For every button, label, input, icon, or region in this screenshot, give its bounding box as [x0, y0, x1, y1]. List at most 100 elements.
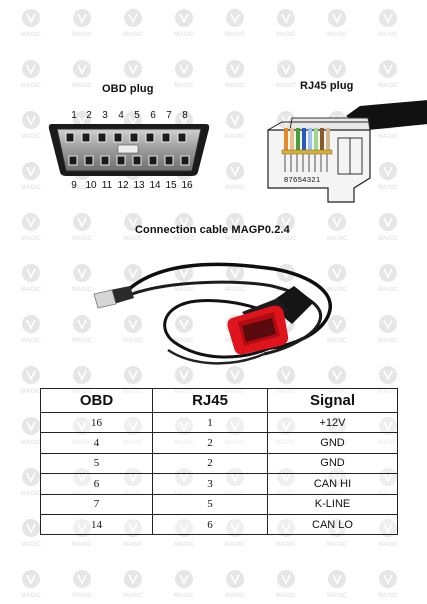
- cable-rj45-head: [93, 289, 117, 309]
- watermark-logo: MAGIC: [327, 570, 348, 599]
- watermark-logo: MAGIC: [378, 570, 399, 599]
- watermark-logo: MAGIC: [225, 60, 246, 89]
- watermark-logo: MAGIC: [21, 60, 42, 89]
- table-header-row: OBD RJ45 Signal: [40, 388, 398, 413]
- watermark-text: MAGIC: [72, 287, 93, 293]
- watermark-logo: MAGIC: [225, 213, 246, 242]
- watermark-logo: MAGIC: [174, 60, 195, 89]
- obd-pin-cell: 16: [40, 411, 153, 434]
- watermark-text: MAGIC: [276, 236, 297, 242]
- watermark-logo: MAGIC: [21, 570, 42, 599]
- watermark-logo: MAGIC: [123, 213, 144, 242]
- signal-cell: GND: [267, 432, 398, 454]
- watermark-logo: MAGIC: [123, 9, 144, 38]
- obd-pin-cell: 6: [40, 473, 153, 495]
- obd-pin-number: 9: [71, 180, 77, 191]
- watermark-logo: MAGIC: [225, 9, 246, 38]
- watermark-text: MAGIC: [378, 593, 399, 599]
- signal-cell: CAN LO: [267, 513, 398, 536]
- obd-pin-socket: [164, 155, 174, 166]
- watermark-text: MAGIC: [72, 236, 93, 242]
- signal-cell: CAN HI: [267, 473, 398, 495]
- obd-pin-socket: [113, 132, 123, 143]
- watermark-text: MAGIC: [276, 542, 297, 548]
- watermark-logo: MAGIC: [225, 111, 246, 140]
- table-row: 14 6 CAN LO: [40, 513, 398, 536]
- watermark-logo: MAGIC: [72, 315, 93, 344]
- watermark-logo: MAGIC: [72, 9, 93, 38]
- watermark-text: MAGIC: [123, 338, 144, 344]
- watermark-logo: MAGIC: [225, 570, 246, 599]
- obd-pin-socket: [177, 132, 187, 143]
- watermark-text: MAGIC: [72, 32, 93, 38]
- obd-pin-number: 3: [102, 110, 108, 121]
- watermark-text: MAGIC: [123, 287, 144, 293]
- watermark-logo: MAGIC: [378, 213, 399, 242]
- watermark-logo: MAGIC: [327, 213, 348, 242]
- watermark-text: MAGIC: [378, 83, 399, 89]
- rj45-pin-cell: 1: [152, 411, 268, 434]
- watermark-text: MAGIC: [21, 338, 42, 344]
- watermark-text: MAGIC: [276, 32, 297, 38]
- rj45-pin-cell: 3: [152, 473, 268, 495]
- watermark-text: MAGIC: [123, 185, 144, 191]
- watermark-text: MAGIC: [327, 593, 348, 599]
- obd-pin-number: 10: [85, 180, 97, 191]
- obd-pin-number: 5: [134, 110, 140, 121]
- watermark-text: MAGIC: [174, 236, 195, 242]
- watermark-text: MAGIC: [378, 338, 399, 344]
- rj45-pin-cell: 5: [152, 493, 268, 515]
- rj45-pin-numbers: 87654321: [284, 175, 321, 184]
- watermark-text: MAGIC: [21, 134, 42, 140]
- watermark-text: MAGIC: [21, 389, 42, 395]
- obd-pin-number: 6: [150, 110, 156, 121]
- table-row: 16 1 +12V: [40, 411, 398, 434]
- column-header-rj45: RJ45: [152, 388, 268, 413]
- obd-pin-number: 1: [71, 110, 77, 121]
- watermark-logo: MAGIC: [21, 417, 42, 446]
- watermark-text: MAGIC: [378, 236, 399, 242]
- watermark-text: MAGIC: [225, 134, 246, 140]
- watermark-logo: MAGIC: [21, 9, 42, 38]
- watermark-logo: MAGIC: [72, 264, 93, 293]
- obd-pin-socket: [148, 155, 158, 166]
- watermark-logo: MAGIC: [21, 213, 42, 242]
- watermark-text: MAGIC: [123, 593, 144, 599]
- watermark-text: MAGIC: [72, 83, 93, 89]
- watermark-text: MAGIC: [21, 83, 42, 89]
- column-header-obd: OBD: [40, 388, 153, 413]
- watermark-logo: MAGIC: [123, 570, 144, 599]
- watermark-text: MAGIC: [123, 236, 144, 242]
- obd-pin-number: 16: [181, 180, 193, 191]
- obd-pin-socket: [129, 132, 139, 143]
- watermark-logo: MAGIC: [378, 315, 399, 344]
- watermark-logo: MAGIC: [378, 162, 399, 191]
- watermark-logo: MAGIC: [174, 315, 195, 344]
- watermark-text: MAGIC: [276, 83, 297, 89]
- watermark-logo: MAGIC: [72, 60, 93, 89]
- watermark-logo: MAGIC: [21, 366, 42, 395]
- watermark-text: MAGIC: [21, 491, 42, 497]
- watermark-text: MAGIC: [378, 542, 399, 548]
- watermark-text: MAGIC: [21, 440, 42, 446]
- rj45-body: [267, 129, 371, 203]
- watermark-text: MAGIC: [21, 32, 42, 38]
- rj45-connector-drawing: 87654321: [267, 100, 427, 203]
- watermark-text: MAGIC: [21, 593, 42, 599]
- watermark-logo: MAGIC: [327, 9, 348, 38]
- watermark-logo: MAGIC: [276, 9, 297, 38]
- watermark-text: MAGIC: [72, 542, 93, 548]
- watermark-logo: MAGIC: [174, 9, 195, 38]
- cable-title: Connection cable MAGP0.2.4: [135, 224, 290, 236]
- watermark-logo: MAGIC: [327, 264, 348, 293]
- watermark-text: MAGIC: [225, 83, 246, 89]
- watermark-logo: MAGIC: [327, 60, 348, 89]
- watermark-logo: MAGIC: [123, 315, 144, 344]
- watermark-logo: MAGIC: [174, 213, 195, 242]
- obd-pin-socket: [132, 155, 142, 166]
- watermark-text: MAGIC: [225, 185, 246, 191]
- watermark-logo: MAGIC: [72, 213, 93, 242]
- watermark-logo: MAGIC: [276, 60, 297, 89]
- watermark-text: MAGIC: [378, 287, 399, 293]
